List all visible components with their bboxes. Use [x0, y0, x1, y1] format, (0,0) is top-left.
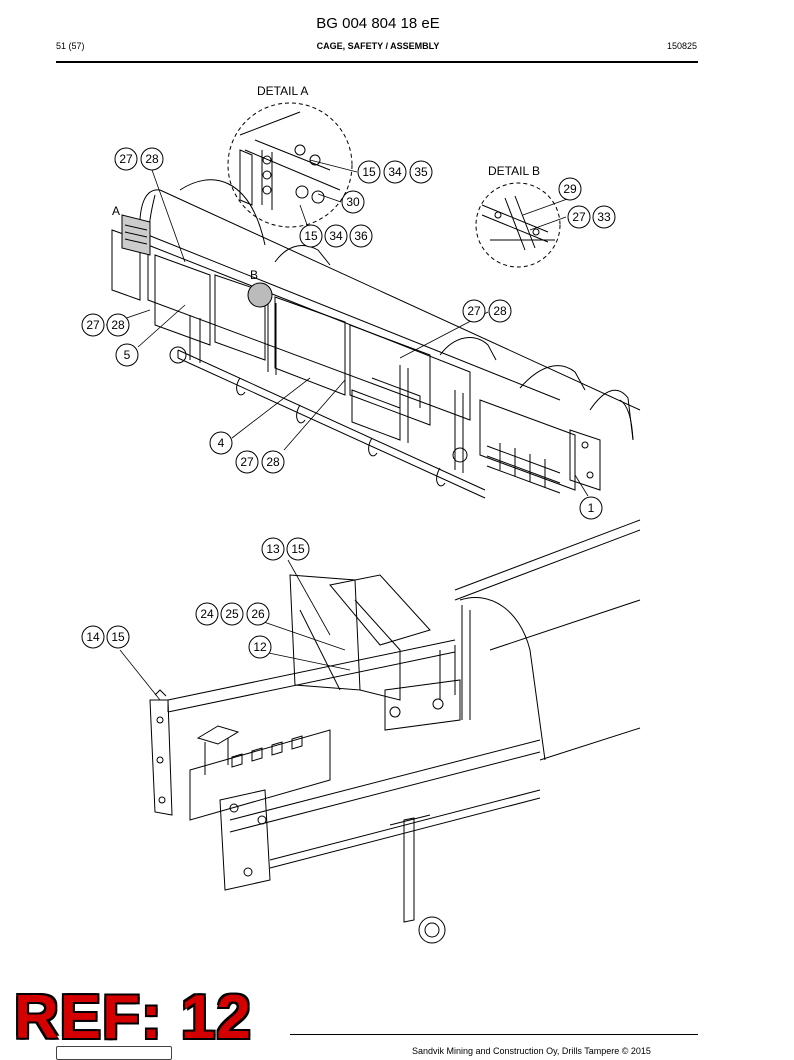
document-date: 150825: [666, 41, 697, 51]
callout-26: 26: [251, 607, 265, 621]
callout-34: 34: [388, 165, 402, 179]
callout-13: 13: [266, 542, 280, 556]
section-title: CAGE, SAFETY / ASSEMBLY: [316, 41, 440, 51]
footer-rule: [290, 1034, 698, 1035]
callout-5: 5: [124, 348, 131, 362]
callout-28: 28: [266, 455, 280, 469]
callout-27: 27: [86, 318, 100, 332]
company-logo: [56, 1046, 172, 1060]
callout-15: 15: [291, 542, 305, 556]
callout-27: 27: [467, 304, 481, 318]
document-number: BG 004 804 18 eE: [316, 15, 440, 32]
callout-30: 30: [346, 195, 360, 209]
callout-34: 34: [329, 229, 343, 243]
callout-27: 27: [119, 152, 133, 166]
detail-a-title: DETAIL A: [257, 84, 308, 98]
callout-28: 28: [145, 152, 159, 166]
callout-35: 35: [414, 165, 428, 179]
callout-27: 27: [572, 210, 586, 224]
marker-a: A: [112, 204, 120, 218]
footer-copyright: Sandvik Mining and Construction Oy, Dril…: [412, 1046, 651, 1056]
callout-25: 25: [225, 607, 239, 621]
callout-33: 33: [597, 210, 611, 224]
callout-27: 27: [240, 455, 254, 469]
callout-1: 1: [588, 501, 595, 515]
marker-b: B: [250, 268, 258, 282]
callout-12: 12: [253, 640, 267, 654]
callout-28: 28: [111, 318, 125, 332]
callout-29: 29: [563, 182, 577, 196]
callout-15: 15: [362, 165, 376, 179]
reference-stamp: REF: 12: [14, 983, 252, 1052]
callout-36: 36: [354, 229, 368, 243]
callout-28: 28: [493, 304, 507, 318]
header-rule: [56, 61, 698, 63]
callout-24: 24: [200, 607, 214, 621]
callout-14: 14: [86, 630, 100, 644]
callout-15: 15: [111, 630, 125, 644]
page-number: 51 (57): [56, 41, 85, 51]
detail-b-title: DETAIL B: [488, 164, 540, 178]
callout-15: 15: [304, 229, 318, 243]
callout-4: 4: [218, 436, 225, 450]
